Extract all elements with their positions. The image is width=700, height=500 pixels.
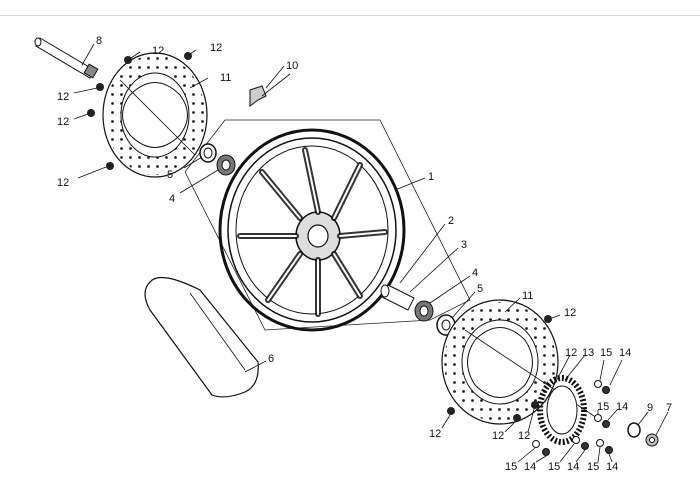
callout-10: 10 — [286, 60, 298, 72]
callout-6: 6 — [268, 353, 274, 365]
callout-12: 12 — [565, 347, 577, 359]
callout-15: 15 — [548, 461, 560, 473]
callout-12: 12 — [57, 91, 69, 103]
leader-lines — [73, 43, 669, 463]
brake-disc-left — [102, 52, 208, 178]
callout-12: 12 — [57, 116, 69, 128]
callout-14: 14 — [567, 461, 579, 473]
washers-bolts — [532, 380, 613, 456]
callout-12: 12 — [152, 45, 164, 57]
tone-ring — [537, 375, 587, 445]
callout-12: 12 — [492, 430, 504, 442]
callout-7: 7 — [666, 402, 672, 414]
callout-3: 3 — [461, 239, 467, 251]
callout-8: 8 — [96, 35, 102, 47]
assembly-outline — [184, 119, 471, 331]
seal-bearing-left — [199, 143, 236, 176]
callout-5: 5 — [477, 283, 483, 295]
speed-sensor — [249, 73, 291, 107]
callout-15: 15 — [587, 461, 599, 473]
callout-1: 1 — [428, 171, 434, 183]
wheel-rim — [218, 128, 406, 332]
callout-15: 15 — [597, 401, 609, 413]
bolts-right — [447, 315, 552, 422]
callout-12: 12 — [429, 428, 441, 440]
bolts-left — [87, 52, 192, 170]
callout-14: 14 — [616, 401, 628, 413]
callout-4: 4 — [472, 267, 478, 279]
callout-11: 11 — [220, 72, 231, 84]
callout-12: 12 — [564, 307, 576, 319]
bearing-seal-right — [414, 300, 456, 336]
callout-5: 5 — [167, 169, 173, 181]
axle — [34, 37, 99, 79]
callout-14: 14 — [524, 461, 536, 473]
collar-nut — [627, 422, 659, 447]
callout-12: 12 — [518, 430, 530, 442]
spacer — [380, 284, 415, 311]
brake-disc-right — [441, 299, 601, 425]
callout-15: 15 — [505, 461, 517, 473]
callout-13: 13 — [582, 347, 594, 359]
callout-12: 12 — [210, 42, 222, 54]
callout-4: 4 — [169, 193, 175, 205]
callout-12: 12 — [57, 177, 69, 189]
top-divider — [0, 15, 700, 16]
callout-15: 15 — [600, 347, 612, 359]
callout-labels: 8 12 12 11 12 12 12 10 5 4 1 2 3 4 5 11 … — [57, 35, 672, 473]
callout-11: 11 — [522, 290, 533, 302]
callout-9: 9 — [647, 402, 653, 414]
callout-14: 14 — [619, 347, 631, 359]
tire-liner — [144, 276, 259, 398]
callout-2: 2 — [448, 215, 454, 227]
callout-14: 14 — [606, 461, 618, 473]
